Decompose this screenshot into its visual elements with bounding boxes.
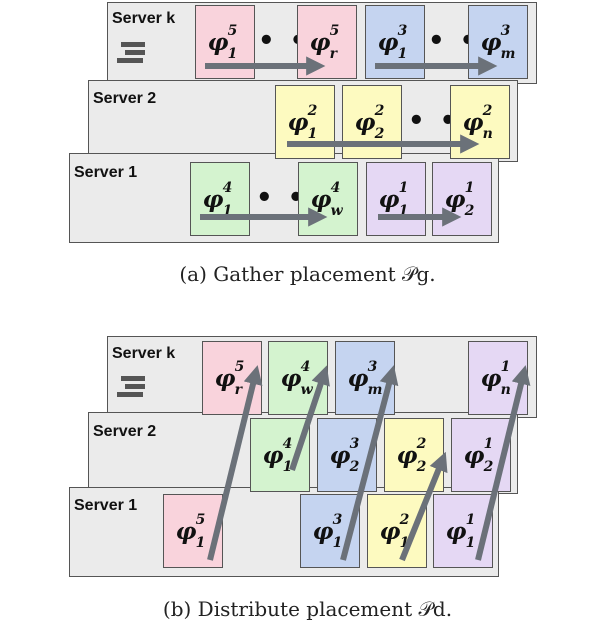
server-stack-icon: [117, 376, 145, 400]
server-label: Server 1: [74, 497, 138, 514]
caption-b: (b) Distribute placement 𝒫d.: [162, 597, 453, 621]
server-label: Server k: [112, 345, 176, 362]
server-label: Server 1: [74, 164, 138, 181]
server-label: Server 2: [93, 423, 157, 440]
server-label: Server k: [112, 10, 176, 27]
server-1-panel-a: [69, 153, 499, 243]
server-label: Server 2: [93, 90, 157, 107]
caption-a: (a) Gather placement 𝒫g.: [179, 262, 436, 286]
server-stack-icon: [117, 42, 145, 66]
